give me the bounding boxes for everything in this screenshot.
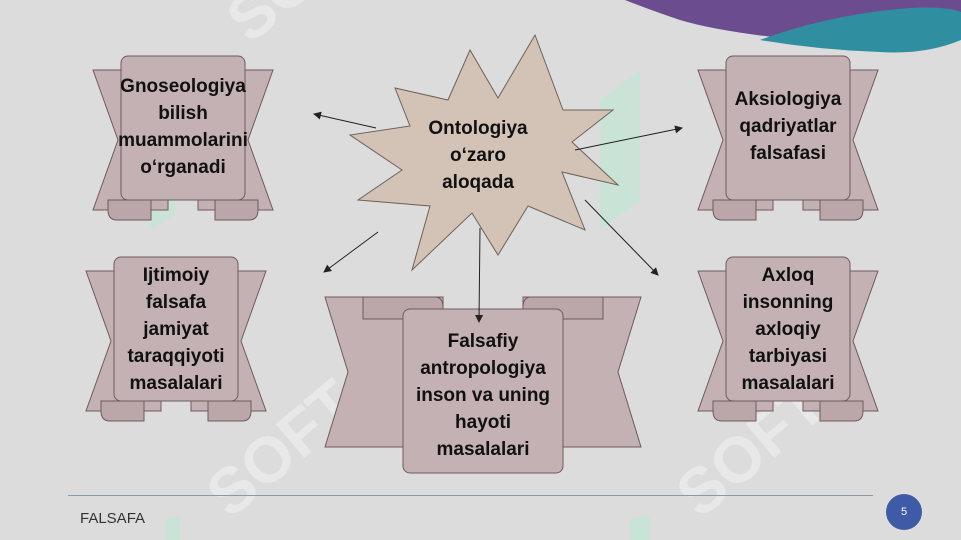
- footer-title: FALSAFA: [80, 510, 146, 527]
- aksiologiya-label: Aksiologiya qadriyatlar falsafasi: [734, 89, 842, 164]
- ijtimoiy-label: Ijtimoiy falsafa jamiyat taraqqiyoti mas…: [127, 265, 225, 394]
- arrow-to-gnoseologiya: [313, 111, 377, 129]
- footer-divider: [68, 495, 873, 496]
- ribbon-antropologiya: [324, 296, 642, 474]
- page-number-badge: 5: [886, 494, 922, 530]
- arrow-to-aksiologiya: [574, 125, 683, 151]
- ontologiya-label: Ontologiya o‘zaro aloqada: [428, 118, 528, 193]
- ontologiya-star: [348, 33, 620, 272]
- axloq-label: Axloq insonning axloqiy tarbiyasi masala…: [741, 265, 835, 394]
- antropologiya-label: Falsafiy antropologiya inson va uning ha…: [415, 331, 551, 460]
- arrow-to-ijtimoiy: [323, 231, 379, 273]
- svg-text:SOF: SOF: [213, 0, 360, 56]
- decor-teal-wave: [760, 7, 961, 53]
- gnoseologiya-label: Gnoseologiya bilish muammolarini o‘rgana…: [118, 76, 248, 178]
- arrow-to-antropologiya: [475, 227, 484, 323]
- arrow-to-axloq: [584, 199, 659, 276]
